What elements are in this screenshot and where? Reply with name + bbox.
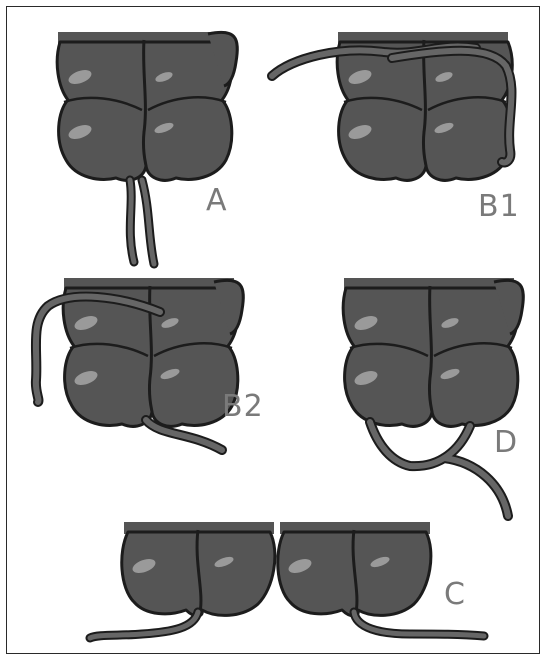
panel-d-duct-loop <box>370 422 508 516</box>
panel-label-b1: B1 <box>478 192 520 222</box>
panel-label-d: D <box>494 428 518 458</box>
panel-c-lobes-right <box>278 522 431 616</box>
panel-label-a: A <box>206 186 228 216</box>
panel-d-lobes <box>343 278 523 426</box>
panel-label-c: C <box>444 580 466 610</box>
panel-c-lobes-left <box>122 522 275 616</box>
panel-a-lobes <box>57 32 237 180</box>
panel-label-b2: B2 <box>222 392 264 422</box>
